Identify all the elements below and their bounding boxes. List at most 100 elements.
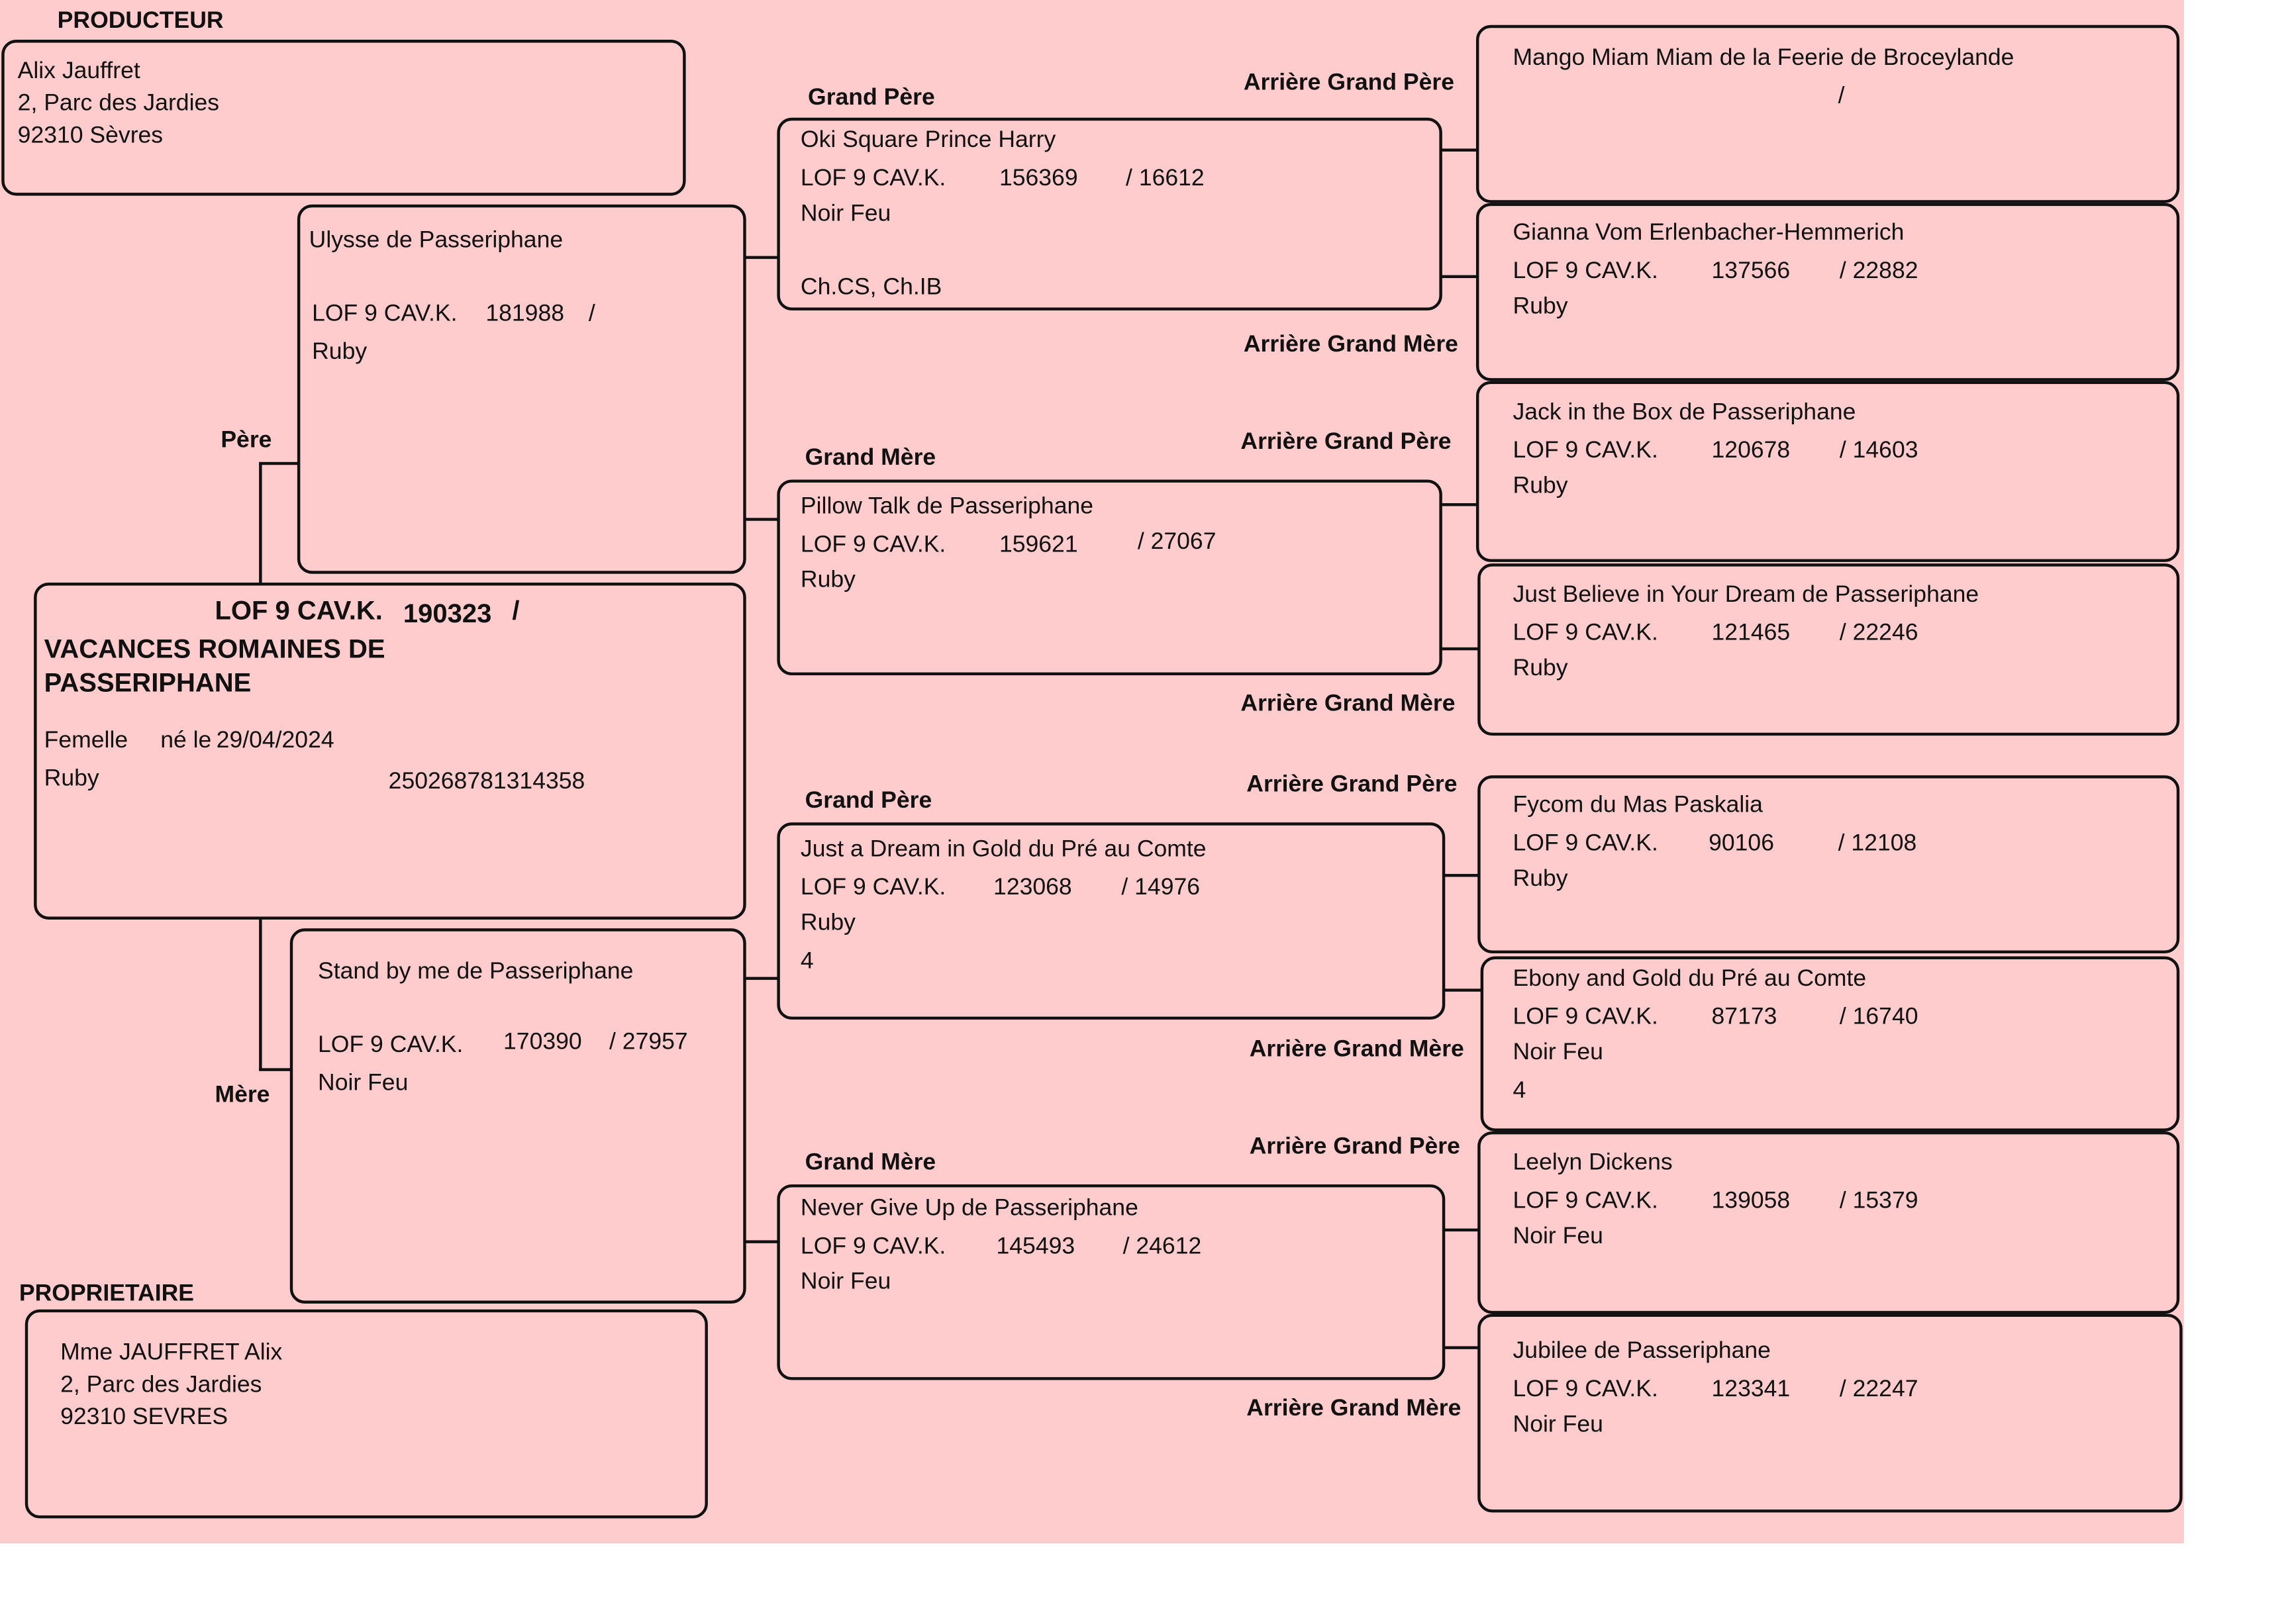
agp2-name: Jack in the Box de Passeriphane — [1513, 400, 1856, 426]
producteur-name: Alix Jauffret — [17, 58, 140, 84]
gm-mat-color: Noir Feu — [800, 1269, 891, 1295]
proprietaire-name: Mme JAUFFRET Alix — [60, 1340, 283, 1366]
proprietaire-label: PROPRIETAIRE — [19, 1281, 194, 1307]
gp-mat-color: Ruby — [800, 910, 856, 936]
agm2-number: 121465 — [1711, 620, 1791, 646]
agp2-registry: LOF 9 CAV.K. — [1513, 438, 1658, 464]
agm4-box: Jubilee de Passeriphane LOF 9 CAV.K. 123… — [1477, 1314, 2183, 1513]
agm1-name: Gianna Vom Erlenbacher-Hemmerich — [1513, 220, 1905, 246]
agm1-label: Arrière Grand Mère — [1243, 334, 1458, 358]
agm3-number: 87173 — [1711, 1004, 1777, 1030]
agm2-color: Ruby — [1513, 656, 1568, 681]
agm2-box: Just Believe in Your Dream de Passeripha… — [1477, 563, 2180, 736]
agm4-color: Noir Feu — [1513, 1412, 1603, 1438]
mere-registry: LOF 9 CAV.K. — [318, 1033, 464, 1058]
agp4-number: 139058 — [1711, 1188, 1791, 1214]
agm4-name: Jubilee de Passeriphane — [1513, 1339, 1771, 1364]
pere-box: Ulysse de Passeriphane LOF 9 CAV.K. 1819… — [297, 204, 746, 574]
agp4-box: Leelyn Dickens LOF 9 CAV.K. 139058 / 153… — [1477, 1131, 2180, 1314]
gp-mat-second-number: / 14976 — [1121, 875, 1201, 901]
producteur-box: Alix Jauffret 2, Parc des Jardies 92310 … — [1, 40, 686, 196]
gp-pat-color: Noir Feu — [800, 201, 891, 227]
agp1-label: Arrière Grand Père — [1243, 72, 1455, 96]
gm-mat-box: Never Give Up de Passeriphane LOF 9 CAV.… — [777, 1184, 1446, 1380]
subject-birth-date: 29/04/2024 — [216, 728, 334, 753]
producteur-address2: 92310 Sèvres — [17, 123, 164, 149]
mere-number: 170390 — [503, 1029, 582, 1055]
agp3-second-number: / 12108 — [1838, 831, 1917, 857]
gp-pat-label: Grand Père — [808, 85, 935, 111]
agm4-registry: LOF 9 CAV.K. — [1513, 1377, 1658, 1402]
gp-mat-number: 123068 — [993, 875, 1072, 901]
agp3-box: Fycom du Mas Paskalia LOF 9 CAV.K. 90106… — [1477, 775, 2180, 954]
mere-second-number: / 27957 — [609, 1029, 688, 1055]
agp3-name: Fycom du Mas Paskalia — [1513, 792, 1763, 818]
agp4-second-number: / 15379 — [1839, 1188, 1918, 1214]
gm-mat-second-number: / 24612 — [1122, 1234, 1202, 1260]
agp4-label: Arrière Grand Père — [1249, 1135, 1460, 1160]
agm1-box: Gianna Vom Erlenbacher-Hemmerich LOF 9 C… — [1475, 203, 2180, 381]
agm3-extra: 4 — [1513, 1078, 1526, 1104]
agp2-box: Jack in the Box de Passeriphane LOF 9 CA… — [1475, 381, 2180, 562]
pere-name: Ulysse de Passeriphane — [309, 228, 564, 254]
mere-color: Noir Feu — [318, 1071, 409, 1096]
subject-sex: Femelle — [44, 728, 128, 753]
subject-number: 190323 — [403, 598, 492, 628]
agp3-label: Arrière Grand Père — [1246, 773, 1458, 798]
gm-pat-registry: LOF 9 CAV.K. — [800, 532, 946, 558]
gp-mat-box: Just a Dream in Gold du Pré au Comte LOF… — [777, 822, 1446, 1020]
pere-number: 181988 — [485, 301, 565, 327]
gm-mat-number: 145493 — [996, 1234, 1075, 1260]
agp4-registry: LOF 9 CAV.K. — [1513, 1188, 1658, 1214]
gp-mat-name: Just a Dream in Gold du Pré au Comte — [800, 837, 1207, 863]
subject-name-line1: VACANCES ROMAINES DE — [44, 634, 385, 664]
gp-pat-box: Oki Square Prince Harry LOF 9 CAV.K. 156… — [777, 117, 1442, 310]
producteur-address1: 2, Parc des Jardies — [17, 91, 220, 117]
agm3-second-number: / 16740 — [1839, 1004, 1918, 1030]
agm3-registry: LOF 9 CAV.K. — [1513, 1004, 1658, 1030]
agm1-number: 137566 — [1711, 259, 1791, 284]
proprietaire-address1: 2, Parc des Jardies — [60, 1372, 262, 1398]
gm-mat-name: Never Give Up de Passeriphane — [800, 1196, 1138, 1221]
gp-pat-number: 156369 — [999, 166, 1078, 191]
proprietaire-address2: 92310 SEVRES — [60, 1405, 228, 1431]
agm3-color: Noir Feu — [1513, 1040, 1603, 1065]
agp3-number: 90106 — [1709, 831, 1774, 857]
subject-name-line2: PASSERIPHANE — [44, 667, 252, 698]
subject-color: Ruby — [44, 766, 99, 792]
subject-born-label: né le — [160, 728, 212, 753]
gp-pat-name: Oki Square Prince Harry — [800, 128, 1056, 154]
subject-slash: / — [512, 596, 520, 626]
agp2-color: Ruby — [1513, 473, 1568, 499]
agm3-label: Arrière Grand Mère — [1249, 1038, 1464, 1063]
pere-label: Père — [221, 428, 272, 454]
gp-mat-registry: LOF 9 CAV.K. — [800, 875, 946, 901]
gm-pat-second-number: / 27067 — [1137, 530, 1216, 555]
subject-box: LOF 9 CAV.K. 190323 / VACANCES ROMAINES … — [34, 583, 746, 920]
gm-pat-name: Pillow Talk de Passeriphane — [800, 494, 1094, 520]
agm2-label: Arrière Grand Mère — [1240, 693, 1456, 717]
gm-pat-label: Grand Mère — [805, 446, 936, 471]
agp3-color: Ruby — [1513, 866, 1568, 892]
gp-pat-registry: LOF 9 CAV.K. — [800, 166, 946, 191]
agm1-registry: LOF 9 CAV.K. — [1513, 259, 1658, 284]
agm4-label: Arrière Grand Mère — [1246, 1398, 1462, 1421]
agp2-number: 120678 — [1711, 438, 1791, 464]
agm3-box: Ebony and Gold du Pré au Comte LOF 9 CAV… — [1480, 956, 2180, 1131]
agp2-second-number: / 14603 — [1839, 438, 1918, 464]
gm-mat-label: Grand Mère — [805, 1150, 936, 1176]
gp-mat-label: Grand Père — [805, 788, 932, 814]
agm1-second-number: / 22882 — [1839, 259, 1918, 284]
gm-pat-number: 159621 — [999, 532, 1078, 558]
agp4-color: Noir Feu — [1513, 1223, 1603, 1249]
proprietaire-box: Mme JAUFFRET Alix 2, Parc des Jardies 92… — [25, 1309, 708, 1519]
mere-name: Stand by me de Passeriphane — [318, 959, 634, 984]
agp1-slash: / — [1838, 83, 1845, 109]
agm2-name: Just Believe in Your Dream de Passeripha… — [1513, 583, 1979, 608]
pere-color: Ruby — [312, 340, 368, 365]
agm1-color: Ruby — [1513, 294, 1568, 320]
agm4-second-number: / 22247 — [1839, 1377, 1918, 1402]
agm2-registry: LOF 9 CAV.K. — [1513, 620, 1658, 646]
gm-pat-color: Ruby — [800, 567, 856, 593]
